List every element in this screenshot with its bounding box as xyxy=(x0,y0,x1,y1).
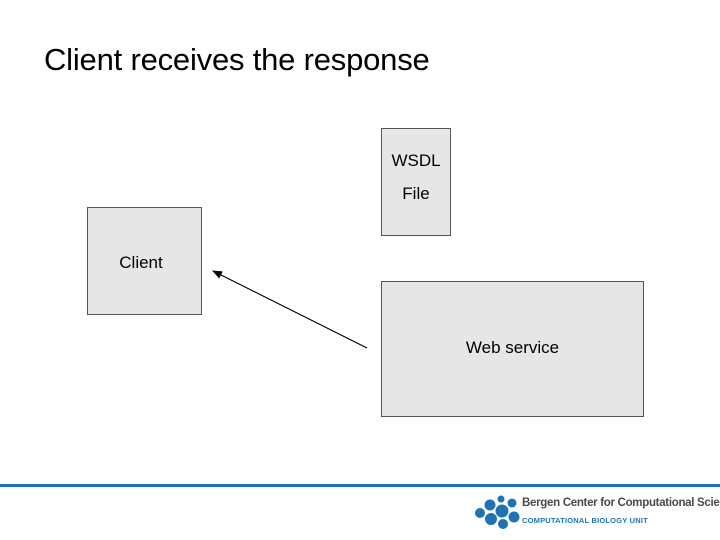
logo-name-text: Bergen Center for Computational Science xyxy=(522,497,720,509)
wsdl-label: WSDL xyxy=(391,151,441,170)
logo-subtitle-text: COMPUTATIONAL BIOLOGY UNIT xyxy=(522,516,648,525)
footer-divider xyxy=(0,484,720,487)
bccs-logo: Bergen Center for Computational Science … xyxy=(470,493,720,533)
arrow-line xyxy=(212,270,368,349)
client-box: Client xyxy=(87,207,202,315)
web-service-label: Web service xyxy=(465,338,560,357)
file-label: File xyxy=(402,184,430,203)
client-label: Client xyxy=(119,253,163,272)
web-service-box: Web service xyxy=(381,281,644,417)
slide-title: Client receives the response xyxy=(44,42,430,77)
wsdl-file-box: WSDL File xyxy=(381,128,451,236)
molecule-logo-icon xyxy=(475,495,520,529)
